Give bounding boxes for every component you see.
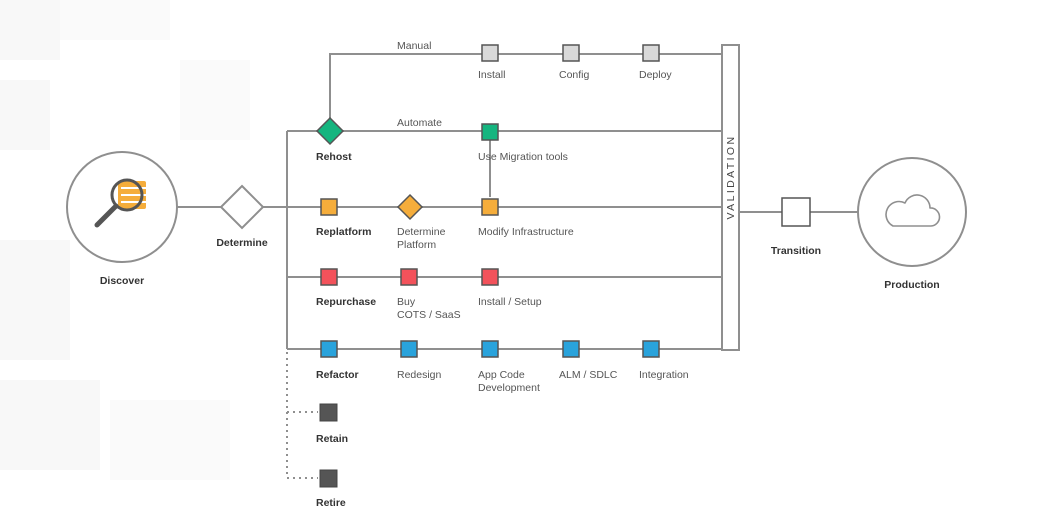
- rehost-label: Rehost: [316, 151, 352, 163]
- migration-tools-step-box: [481, 123, 499, 141]
- determine-node: Determine: [216, 184, 268, 249]
- redesign-step-box: [400, 340, 418, 358]
- production-circle: [857, 157, 967, 267]
- config-step-box: [562, 44, 580, 62]
- discover-label: Discover: [100, 275, 144, 287]
- retire-row: Retire: [316, 469, 346, 509]
- app-code-label-line1: App Code: [478, 369, 525, 381]
- retire-step-box: [319, 469, 338, 488]
- validation-label: VALIDATION: [725, 135, 737, 220]
- production-label: Production: [884, 279, 939, 291]
- rehost-row: Rehost Automate Use Migration tools: [315, 116, 568, 163]
- validation-bar: [721, 44, 740, 351]
- install-setup-label: Install / Setup: [478, 296, 542, 308]
- magnifier-handle-icon: [94, 203, 119, 228]
- alm-sdlc-label: ALM / SDLC: [559, 369, 618, 381]
- background-pattern: [0, 0, 250, 480]
- determine-platform-line1: Determine: [397, 226, 446, 238]
- retain-row: Retain: [316, 403, 348, 445]
- transition-box: [781, 197, 811, 227]
- alm-sdlc-step-box: [562, 340, 580, 358]
- manual-row: Manual Install Config Deploy: [397, 40, 672, 81]
- magnifier-document-icon: [94, 178, 154, 228]
- repurchase-step-box: [320, 268, 338, 286]
- retain-step-box: [319, 403, 338, 422]
- install-label: Install: [478, 69, 505, 81]
- refactor-label: Refactor: [316, 369, 359, 381]
- buy-label-line2: COTS / SaaS: [397, 309, 461, 321]
- rehost-diamond: [315, 116, 345, 146]
- redesign-label: Redesign: [397, 369, 442, 381]
- determine-platform-diamond: [396, 193, 424, 221]
- modify-infrastructure-step-box: [481, 198, 499, 216]
- replatform-label: Replatform: [316, 226, 371, 238]
- integration-step-box: [642, 340, 660, 358]
- repurchase-label: Repurchase: [316, 296, 376, 308]
- dotted-lines: [286, 352, 318, 479]
- retain-label: Retain: [316, 433, 348, 445]
- repurchase-row: Repurchase Buy COTS / SaaS Install / Set…: [316, 268, 542, 321]
- determine-platform-line2: Platform: [397, 239, 436, 251]
- automate-label: Automate: [397, 117, 442, 129]
- replatform-row: Replatform Determine Platform Modify Inf…: [316, 193, 574, 251]
- refactor-row: Refactor Redesign App Code Development A…: [316, 340, 689, 394]
- magnifier-lens-icon: [110, 178, 144, 212]
- determine-diamond: [219, 184, 265, 230]
- deploy-label: Deploy: [639, 69, 672, 81]
- line-manual: [329, 53, 722, 118]
- install-step-box: [481, 44, 499, 62]
- refactor-step-box: [320, 340, 338, 358]
- discover-node: Discover: [66, 151, 178, 287]
- buy-step-box: [400, 268, 418, 286]
- transition-node: Transition: [771, 197, 821, 257]
- config-label: Config: [559, 69, 590, 81]
- line-retire: [286, 352, 318, 479]
- app-code-step-box: [481, 340, 499, 358]
- retire-label: Retire: [316, 497, 346, 509]
- replatform-step-box: [320, 198, 338, 216]
- app-code-label-line2: Development: [478, 382, 540, 394]
- integration-label: Integration: [639, 369, 689, 381]
- cloud-icon: [885, 194, 941, 227]
- buy-label-line1: Buy: [397, 296, 416, 308]
- manual-label: Manual: [397, 40, 431, 52]
- determine-label: Determine: [216, 237, 268, 249]
- production-node: Production: [857, 157, 967, 291]
- install-setup-step-box: [481, 268, 499, 286]
- deploy-step-box: [642, 44, 660, 62]
- modify-infrastructure-label: Modify Infrastructure: [478, 226, 574, 238]
- transition-label: Transition: [771, 245, 821, 257]
- migration-tools-label: Use Migration tools: [478, 151, 568, 163]
